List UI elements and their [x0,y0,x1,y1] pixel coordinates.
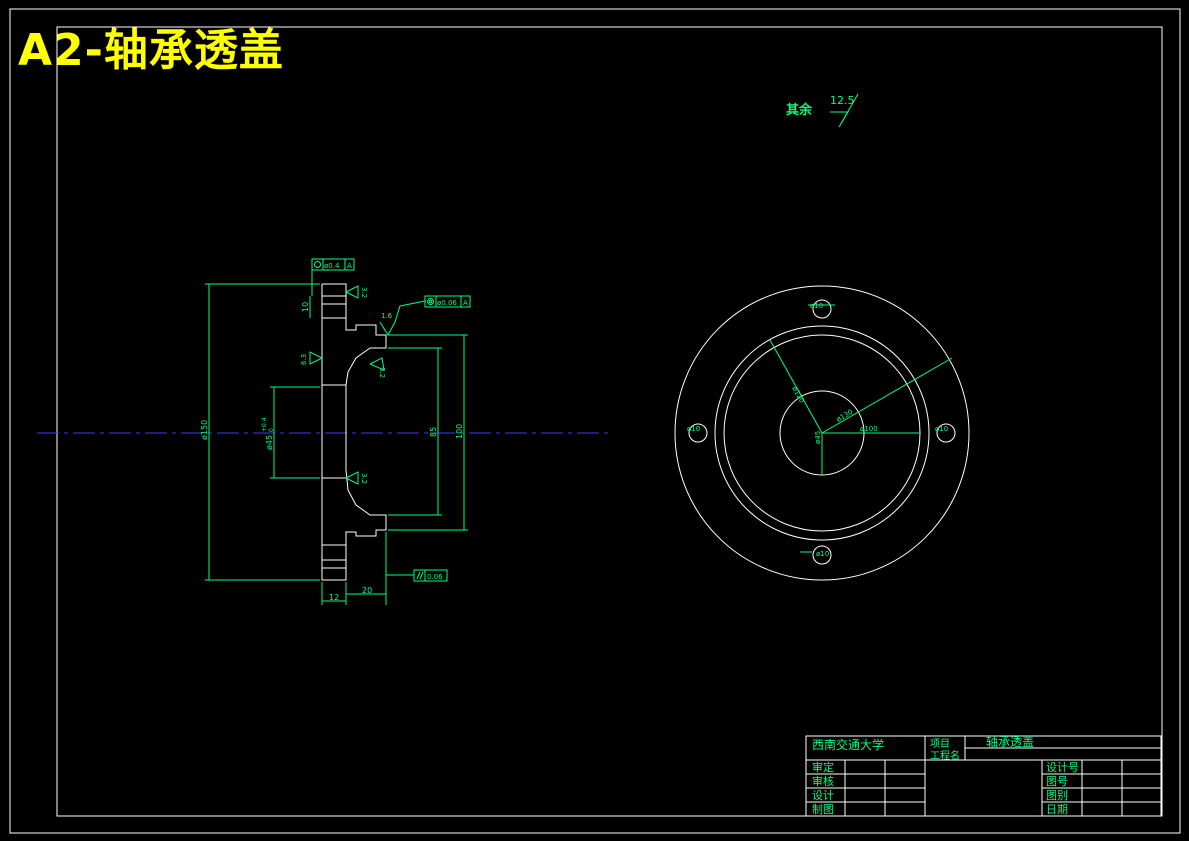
tb-row-design-no: 设计号 [1046,761,1079,774]
side-view-dim-texts: ø150 ø45 +0.4 0 85 100 12 20 10 [200,302,464,602]
title-block [805,735,1162,817]
tb-project-label: 项目 [930,738,950,750]
tb-row-draw: 制图 [812,803,834,816]
tol-position-value: ø0.4 [324,262,340,270]
roughness-general-label: 其余 [786,102,813,118]
dim-d45-tol: +0.4 [261,417,268,432]
dim-front-d100: ø100 [860,425,878,433]
tol-position-ref: A [347,262,352,270]
dim-hole-right: ø10 [935,425,948,433]
side-view-roughness-texts: 3.2 3.2 3.2 6.3 1.6 [300,287,393,484]
tolerance-concentric-frame: ø0.06 A [399,295,471,308]
tol-concentric-ref: A [463,299,468,307]
roughness-6.3: 6.3 [300,354,308,365]
roughness-1.6: 1.6 [381,312,393,320]
dim-hole-top: ø10 [810,302,823,310]
tb-row-design: 设计 [812,789,834,802]
side-view-dimensions [205,270,468,605]
tb-row-drawing-type: 图别 [1046,789,1068,802]
front-view-dimensions [769,304,953,553]
tb-row-review: 审核 [812,774,834,788]
dim-12: 12 [329,593,339,602]
dim-100: 100 [455,424,464,439]
dim-10: 10 [301,302,310,312]
inner-border [56,26,1163,817]
dim-85: 85 [429,427,438,437]
dim-d150: ø150 [200,420,209,440]
dim-front-d45: ø45 [814,431,822,444]
roughness-symbol [830,93,859,128]
dim-d45-tol-low: 0 [268,428,275,432]
sheet-title: A2-轴承透盖 [18,25,284,76]
tb-row-date: 日期 [1046,803,1068,816]
dim-hole-left: ø10 [687,425,700,433]
outer-border [9,8,1181,834]
dim-front-d120: ø120 [790,385,806,404]
tb-row-drawing-no: 图号 [1046,775,1068,788]
front-view-dim-texts: ø120 ø130 ø100 ø45 ø10 ø10 ø10 ø10 [687,302,948,558]
tol-concentric-value: ø0.06 [437,299,457,307]
side-view-roughness [309,285,401,485]
roughness-3.2-bottom: 3.2 [360,473,368,484]
tolerance-parallel-frame: 0.06 [413,569,448,582]
side-view-outline [321,283,387,581]
tolerance-position-frame: ø0.4 A [311,258,355,271]
tol-parallel-value: 0.06 [427,573,443,581]
tb-part-name: 轴承透盖 [986,734,1034,749]
title-block-texts: 西南交通大学 项目 工程名 轴承透盖 审定 审核 设计 制图 设计号 图号 图别… [812,734,1079,816]
roughness-3.2-top: 3.2 [360,287,368,298]
dim-d45: ø45 [265,435,274,450]
dim-hole-bottom: ø10 [816,550,829,558]
roughness-general-note: 其余 12.5 [786,93,859,128]
roughness-general-value: 12.5 [830,94,855,107]
dim-front-d130: ø130 [835,408,854,424]
dim-20: 20 [362,586,372,595]
tb-project-name-label: 工程名 [930,749,960,762]
roughness-3.2-mid: 3.2 [378,367,386,378]
tb-row-approve: 审定 [812,760,834,774]
tb-school: 西南交通大学 [812,737,884,752]
